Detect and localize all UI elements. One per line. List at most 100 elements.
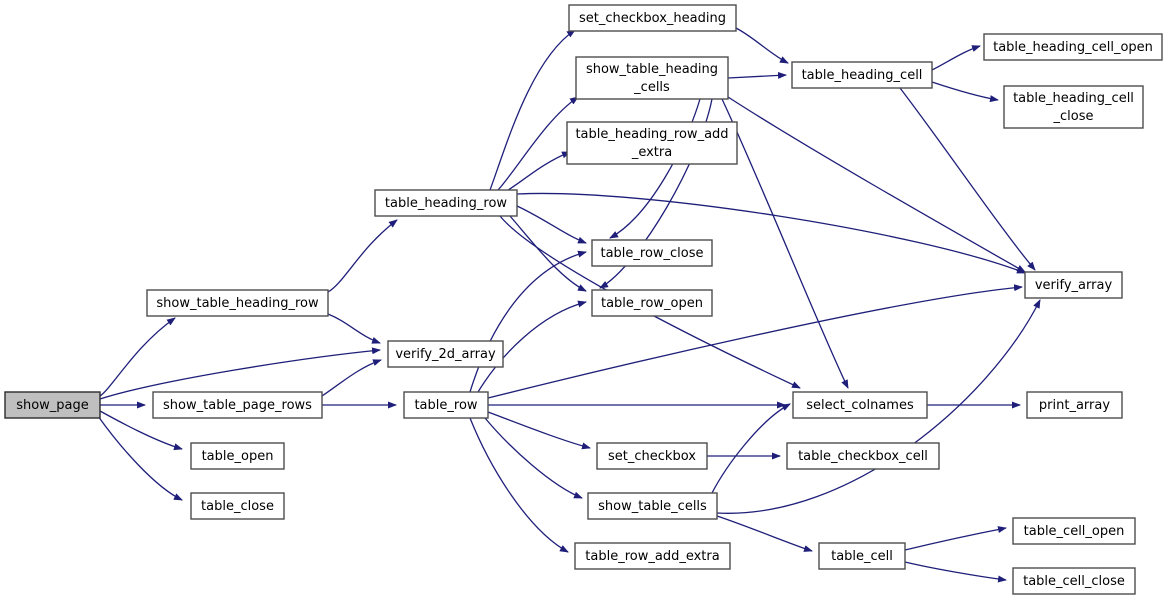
edge-show_table_heading_row-to-table_heading_row bbox=[327, 219, 398, 293]
node-box-show_table_cells[interactable] bbox=[587, 492, 718, 520]
node-label-show_table_cells: show_table_cells bbox=[598, 499, 707, 514]
edge-table_heading_cell-to-table_heading_cell_open bbox=[931, 45, 981, 71]
edge-table_heading_row-to-verify_array bbox=[516, 192, 1026, 274]
edge-show_table_heading_row-to-verify_2d_array bbox=[327, 313, 381, 344]
node-table_close[interactable]: table_close bbox=[190, 492, 285, 520]
node-set_checkbox[interactable]: set_checkbox bbox=[596, 442, 708, 470]
node-box-table_heading_cell[interactable] bbox=[791, 61, 933, 89]
node-verify_2d_array[interactable]: verify_2d_array bbox=[387, 340, 504, 368]
node-table_checkbox_cell[interactable]: table_checkbox_cell bbox=[786, 442, 940, 470]
node-label-print_array: print_array bbox=[1039, 398, 1110, 413]
node-box-table_close[interactable] bbox=[190, 492, 285, 520]
node-select_colnames[interactable]: select_colnames bbox=[792, 391, 928, 419]
node-label-table_cell: table_cell bbox=[831, 549, 893, 564]
edge-table_cell-to-table_cell_close bbox=[904, 561, 1007, 583]
node-set_checkbox_heading[interactable]: set_checkbox_heading bbox=[568, 4, 737, 32]
node-box-table_row_open[interactable] bbox=[591, 289, 713, 317]
node-label-verify_array: verify_array bbox=[1035, 278, 1113, 293]
node-box-table_row_close[interactable] bbox=[591, 239, 713, 267]
edge-show_page-to-table_close bbox=[97, 415, 183, 501]
edge-show_page-to-verify_2d_array bbox=[99, 347, 381, 400]
node-table_cell_open[interactable]: table_cell_open bbox=[1012, 517, 1136, 545]
node-box-table_row[interactable] bbox=[403, 391, 489, 419]
node-verify_array[interactable]: verify_array bbox=[1024, 271, 1123, 299]
node-label-table_heading_cell_close: table_heading_cell_close bbox=[1013, 91, 1134, 124]
node-box-table_cell_close[interactable] bbox=[1012, 567, 1136, 595]
edge-show_page-to-table_open bbox=[99, 410, 183, 451]
node-box-table_cell_open[interactable] bbox=[1012, 517, 1136, 545]
node-label-set_checkbox: set_checkbox bbox=[608, 449, 696, 464]
node-show_page[interactable]: show_page bbox=[4, 391, 101, 419]
edges-layer bbox=[97, 27, 1041, 583]
edge-show_table_heading_cells-to-table_row_close bbox=[609, 98, 701, 239]
edge-show_table_cells-to-select_colnames bbox=[711, 403, 791, 494]
edge-show_table_cells-to-table_cell bbox=[716, 515, 813, 552]
node-table_cell[interactable]: table_cell bbox=[818, 542, 906, 570]
node-table_heading_row[interactable]: table_heading_row bbox=[374, 189, 518, 217]
edge-table_heading_row-to-show_table_heading_cells bbox=[497, 96, 579, 191]
edge-table_heading_row-to-table_row_close bbox=[516, 205, 587, 244]
node-box-print_array[interactable] bbox=[1026, 391, 1123, 419]
node-box-verify_2d_array[interactable] bbox=[387, 340, 504, 368]
node-box-table_cell[interactable] bbox=[818, 542, 906, 570]
node-table_heading_cell[interactable]: table_heading_cell bbox=[791, 61, 933, 89]
node-label-table_row: table_row bbox=[414, 398, 477, 413]
node-label-show_table_heading_cells: show_table_heading_cells bbox=[586, 62, 718, 95]
node-table_row_open[interactable]: table_row_open bbox=[591, 289, 713, 317]
node-box-table_heading_cell_open[interactable] bbox=[983, 33, 1163, 61]
node-table_heading_cell_open[interactable]: table_heading_cell_open bbox=[983, 33, 1163, 61]
edge-table_row-to-show_table_cells bbox=[484, 417, 583, 499]
node-show_table_heading_row[interactable]: show_table_heading_row bbox=[146, 289, 329, 317]
node-box-select_colnames[interactable] bbox=[792, 391, 928, 419]
node-box-table_checkbox_cell[interactable] bbox=[786, 442, 940, 470]
node-box-verify_array[interactable] bbox=[1024, 271, 1123, 299]
node-box-set_checkbox_heading[interactable] bbox=[568, 4, 737, 32]
node-label-table_heading_row: table_heading_row bbox=[385, 196, 507, 211]
edge-table_row-to-set_checkbox bbox=[487, 411, 591, 450]
node-show_table_heading_cells[interactable]: show_table_heading_cells bbox=[575, 56, 729, 100]
node-label-table_checkbox_cell: table_checkbox_cell bbox=[798, 449, 928, 464]
node-label-table_heading_row_add_extra: table_heading_row_add_extra bbox=[575, 127, 728, 160]
node-box-table_row_add_extra[interactable] bbox=[574, 542, 731, 570]
node-box-show_table_heading_cells[interactable] bbox=[575, 56, 729, 100]
edge-table_heading_cell-to-verify_array bbox=[899, 87, 1036, 271]
edge-set_checkbox_heading-to-table_heading_cell bbox=[735, 27, 789, 64]
node-label-table_open: table_open bbox=[202, 449, 274, 464]
node-show_table_cells[interactable]: show_table_cells bbox=[587, 492, 718, 520]
node-table_heading_cell_close[interactable]: table_heading_cell_close bbox=[1003, 85, 1144, 129]
node-table_cell_close[interactable]: table_cell_close bbox=[1012, 567, 1136, 595]
node-box-table_heading_cell_close[interactable] bbox=[1003, 85, 1144, 129]
edge-show_table_heading_cells-to-select_colnames bbox=[721, 98, 849, 389]
node-table_row[interactable]: table_row bbox=[403, 391, 489, 419]
edge-show_table_heading_cells-to-verify_array bbox=[727, 96, 1026, 273]
node-box-table_heading_row_add_extra[interactable] bbox=[566, 121, 738, 165]
edge-table_heading_cell-to-table_heading_cell_close bbox=[931, 81, 999, 103]
node-box-table_heading_row[interactable] bbox=[374, 189, 518, 217]
node-label-show_page: show_page bbox=[16, 398, 89, 413]
node-label-show_table_page_rows: show_table_page_rows bbox=[163, 398, 312, 413]
node-print_array[interactable]: print_array bbox=[1026, 391, 1123, 419]
node-label-table_cell_close: table_cell_close bbox=[1023, 574, 1125, 589]
node-label-table_row_add_extra: table_row_add_extra bbox=[585, 549, 719, 564]
node-box-show_table_page_rows[interactable] bbox=[152, 391, 323, 419]
node-box-set_checkbox[interactable] bbox=[596, 442, 708, 470]
node-table_heading_row_add_extra[interactable]: table_heading_row_add_extra bbox=[566, 121, 738, 165]
node-label-table_cell_open: table_cell_open bbox=[1024, 524, 1125, 539]
node-table_open[interactable]: table_open bbox=[190, 442, 285, 470]
node-show_table_page_rows[interactable]: show_table_page_rows bbox=[152, 391, 323, 419]
node-table_row_close[interactable]: table_row_close bbox=[591, 239, 713, 267]
node-label-show_table_heading_row: show_table_heading_row bbox=[156, 296, 319, 311]
edge-show_table_page_rows-to-verify_2d_array bbox=[321, 359, 382, 397]
edge-show_page-to-show_table_heading_row bbox=[99, 317, 176, 397]
node-box-table_open[interactable] bbox=[190, 442, 285, 470]
node-label-table_row_close: table_row_close bbox=[600, 246, 703, 261]
edge-table_heading_row-to-table_heading_row_add_extra bbox=[504, 151, 571, 193]
node-box-show_page[interactable] bbox=[4, 391, 101, 419]
node-label-table_row_open: table_row_open bbox=[601, 296, 703, 311]
edge-table_cell-to-table_cell_open bbox=[904, 526, 1007, 551]
node-table_row_add_extra[interactable]: table_row_add_extra bbox=[574, 542, 731, 570]
node-label-select_colnames: select_colnames bbox=[806, 398, 914, 413]
node-box-show_table_heading_row[interactable] bbox=[146, 289, 329, 317]
